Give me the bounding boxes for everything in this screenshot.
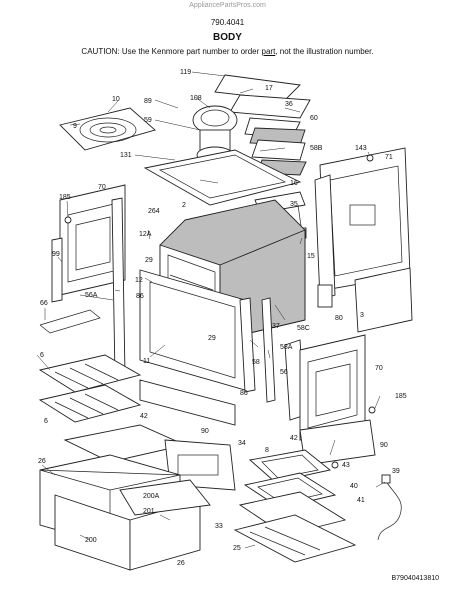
top-panel[interactable] <box>143 149 302 206</box>
label-26b: 26 <box>177 560 185 567</box>
oven-rack-lower[interactable] <box>38 384 142 423</box>
callout-labels: 119 17 108 89 10 36 9 59 60 58B 131 143 … <box>38 69 407 567</box>
label-131: 131 <box>120 152 132 159</box>
label-39: 39 <box>392 468 400 475</box>
bake-element-66[interactable] <box>39 309 101 334</box>
label-15: 15 <box>307 253 315 260</box>
drip-pan-8[interactable] <box>249 449 332 483</box>
label-9: 9 <box>73 123 77 130</box>
drawer-front-200[interactable] <box>54 494 201 571</box>
side-trim-58[interactable] <box>239 297 256 393</box>
label-108: 108 <box>190 95 202 102</box>
oven-rack-upper[interactable] <box>38 354 142 393</box>
label-58B: 58B <box>310 145 323 152</box>
label-42: 42 <box>140 413 148 420</box>
label-2: 2 <box>182 202 186 209</box>
label-143: 143 <box>355 145 367 152</box>
label-185: 185 <box>59 194 71 201</box>
bottom-panel-200A[interactable] <box>119 479 211 516</box>
bottom-tray-25[interactable] <box>233 514 357 563</box>
label-56A: 56A <box>85 292 98 299</box>
label-8: 8 <box>265 447 269 454</box>
power-cord-39[interactable] <box>377 474 402 541</box>
label-11: 11 <box>143 358 150 365</box>
screw-143[interactable] <box>366 154 374 162</box>
label-12: 12 <box>135 277 143 284</box>
label-56: 56 <box>280 369 288 376</box>
label-70: 70 <box>98 184 106 191</box>
label-90: 90 <box>201 428 209 435</box>
label-90b: 90 <box>380 442 388 449</box>
side-rail-99[interactable] <box>51 237 63 303</box>
label-89: 89 <box>144 98 152 105</box>
label-86c: 86 <box>240 390 248 397</box>
page-title: BODY <box>213 32 242 43</box>
label-6b: 6 <box>44 418 48 425</box>
label-34: 34 <box>238 440 246 447</box>
label-201: 201 <box>143 508 155 515</box>
label-41: 41 <box>357 497 365 504</box>
caution-prefix: CAUTION: Use the Kenmore part number to … <box>81 47 262 56</box>
label-29b: 29 <box>208 335 216 342</box>
screw-43[interactable] <box>331 461 339 469</box>
label-71: 71 <box>385 154 393 161</box>
vent-duct-assembly[interactable] <box>214 74 311 176</box>
label-26: 26 <box>38 458 46 465</box>
drawer-support-34[interactable] <box>164 439 236 491</box>
screw-185[interactable] <box>64 216 72 224</box>
kick-panel-90[interactable] <box>139 379 236 426</box>
diagram-id: B79040413810 <box>391 575 440 582</box>
rear-panel[interactable] <box>314 147 411 301</box>
convection-element[interactable] <box>59 107 156 151</box>
caution-underlined-word: part <box>261 47 276 56</box>
label-99: 99 <box>52 251 60 258</box>
label-58A: 58A <box>280 344 293 351</box>
label-42b: 42 <box>290 435 298 442</box>
label-264: 264 <box>148 208 160 215</box>
side-trim-58A[interactable] <box>261 297 276 403</box>
label-59: 59 <box>144 117 152 124</box>
label-70b: 70 <box>375 365 383 372</box>
label-86: 86 <box>136 293 144 300</box>
label-37: 37 <box>272 323 280 330</box>
label-66: 66 <box>40 300 48 307</box>
label-58C: 58C <box>297 325 310 332</box>
label-40: 40 <box>350 483 358 490</box>
label-36: 36 <box>285 101 293 108</box>
terminal-block-80[interactable] <box>317 284 333 308</box>
right-side-panel[interactable] <box>299 334 366 441</box>
label-12A: 12A <box>139 231 152 238</box>
label-200: 200 <box>85 537 97 544</box>
label-35: 35 <box>290 201 298 208</box>
rear-cover-3[interactable] <box>354 267 413 333</box>
label-43: 43 <box>342 462 350 469</box>
label-17: 17 <box>265 85 273 92</box>
label-29: 29 <box>145 257 153 264</box>
screw-185-right[interactable] <box>368 406 376 414</box>
label-185b: 185 <box>395 393 407 400</box>
label-200A: 200A <box>143 493 160 500</box>
label-16: 16 <box>290 180 298 187</box>
watermark: AppliancePartsPros.com <box>189 2 266 9</box>
label-6: 6 <box>40 352 44 359</box>
label-10: 10 <box>112 96 120 103</box>
document-number: 790.4041 <box>210 18 245 27</box>
label-80: 80 <box>335 315 343 322</box>
leader-lines <box>36 71 386 549</box>
label-119: 119 <box>180 69 191 76</box>
label-58: 58 <box>252 359 260 366</box>
caution-note: CAUTION: Use the Kenmore part number to … <box>0 47 455 56</box>
label-25: 25 <box>233 545 241 552</box>
label-33: 33 <box>215 523 223 530</box>
label-3: 3 <box>360 312 364 319</box>
caution-suffix: , not the illustration number. <box>275 47 374 56</box>
label-60: 60 <box>310 115 318 122</box>
